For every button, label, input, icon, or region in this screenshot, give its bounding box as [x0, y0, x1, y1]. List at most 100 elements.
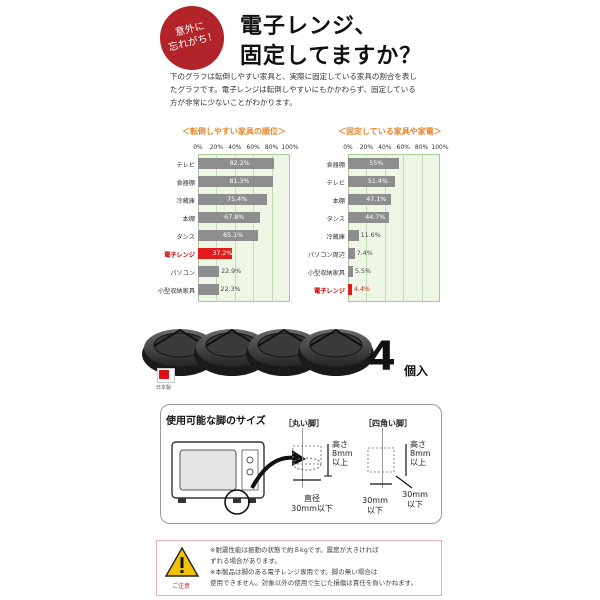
chart-2-value-label: 47.1%: [366, 196, 387, 203]
pack-count-number: 4: [368, 334, 396, 380]
notice-line-3: ※本製品は脚のある電子レンジ専用です。脚の無い場合は: [210, 568, 378, 576]
header-badge: 意外に 忘れがち！: [153, 0, 231, 77]
chart-2-bar: [348, 248, 355, 259]
chart-1-gridline: [253, 154, 255, 302]
chart-2-bar: [348, 284, 353, 295]
round-height-line-1: 高さ: [332, 440, 348, 449]
chart-2-bar: [348, 158, 399, 169]
chart-2-category-label: 食器棚: [326, 162, 345, 169]
chart-2-tick-label: 60%: [396, 144, 410, 151]
made-in-japan-label: 日本製: [156, 385, 172, 391]
notice-line-1: ※耐震性能は振動の状態で約８kgです。震度が大きければ: [210, 546, 379, 554]
square-width-line-1: 30mm: [362, 496, 388, 505]
chart-1-title: ＜転倒しやすい家具の順位＞: [182, 127, 286, 136]
notice-text: ※耐震性能は振動の状態で約８kgです。震度が大きければ ずれる場合があります。 …: [210, 545, 442, 589]
chart-1-gridline: [271, 154, 273, 302]
chart-1-value-label: 82.2%: [229, 160, 250, 167]
chart-1-value-label: 67.8%: [224, 214, 245, 221]
japan-flag-icon: [157, 368, 175, 383]
square-height-line-3: 以上: [410, 458, 426, 467]
intro-line-3: 方が非常に少ないことがわかります。: [170, 98, 297, 107]
chart-1-bar: [198, 176, 273, 187]
notice-label: ご注意: [172, 583, 191, 590]
square-foot-depth: 30mm 以下: [398, 490, 432, 510]
square-height-line-1: 高さ: [410, 440, 426, 449]
chart-1-category-label: 電子レンジ: [164, 252, 195, 259]
round-foot-height: 高さ 8mm 以上: [332, 440, 353, 467]
chart-2-bar: [348, 176, 396, 187]
warning-icon: [164, 546, 200, 577]
chart-1-value-label: 22.3%: [220, 286, 241, 293]
chart-1-category-label: 小型収納家具: [157, 288, 195, 295]
chart-2-bar: [348, 194, 392, 205]
notice-line-2: ずれる場合があります。: [210, 557, 281, 565]
chart-1-value-label: 37.2%: [212, 250, 233, 257]
square-width-line-2: 以下: [367, 506, 383, 515]
chart-2-bar: [348, 212, 390, 223]
chart-1-bar: [198, 284, 219, 295]
headline-line-2: 固定してますか？: [240, 44, 423, 69]
square-height-line-2: 8mm: [410, 449, 431, 458]
chart-2-bar: [348, 230, 359, 241]
chart-2-value-label: 51.4%: [367, 178, 388, 185]
pack-count-unit: 個入: [404, 364, 429, 378]
chart-1-value-label: 22.9%: [221, 268, 242, 275]
foot-size-title: 使用可能な脚のサイズ: [166, 416, 266, 427]
round-height-line-2: 8mm: [332, 449, 353, 458]
notice-line-4: 使用できません。対象以外の使用で生じた損傷は責任を負いかねます。: [210, 579, 418, 587]
chart-2-gridline: [403, 154, 405, 302]
chart-1-category-label: 冷蔵庫: [176, 198, 195, 205]
furniture-pads-image: [142, 328, 375, 377]
chart-2-value-label: 7.4%: [356, 250, 373, 257]
round-foot-diameter: 直径 30mm以下: [282, 494, 342, 514]
chart-2-gridline: [384, 154, 386, 302]
chart-2-gridline: [366, 154, 368, 302]
chart-1-tick-label: 80%: [264, 144, 279, 151]
chart-1-bar: [198, 158, 274, 169]
chart-2-tick-label: 100%: [431, 144, 449, 151]
chart-1-category-label: 本棚: [182, 216, 195, 223]
chart-1-bar: [198, 266, 220, 277]
notice-box: [156, 540, 442, 596]
chart-2-tick-label: 0%: [343, 144, 353, 151]
chart-1-tick-label: 20%: [209, 144, 224, 151]
microwave-icon: [171, 441, 265, 515]
headline-line-1: 電子レンジ、: [240, 14, 378, 39]
chart-2-category-label: 本棚: [332, 198, 345, 205]
chart-1-gridline: [234, 154, 236, 302]
square-depth-line-1: 30mm: [402, 490, 428, 499]
chart-2-value-label: 11.6%: [360, 232, 381, 239]
chart-1-tick-label: 100%: [281, 144, 299, 151]
round-diameter-line-2: 30mm以下: [291, 504, 333, 513]
square-foot-label: ［四角い脚］: [364, 419, 412, 428]
chart-2-value-label: 44.7%: [365, 214, 386, 221]
intro-text: 下のグラフは転倒しやすい家具と、実際に固定している家具の割合を表し たグラフです…: [170, 70, 440, 109]
chart-2-category-label: テレビ: [326, 180, 345, 187]
chart-1-value-label: 75.4%: [227, 196, 248, 203]
chart-1-category-label: パソコン: [170, 270, 195, 277]
round-height-line-3: 以上: [332, 458, 348, 467]
chart-1-tick-label: 40%: [228, 144, 242, 151]
chart-2-value-label: 5.5%: [355, 268, 372, 275]
chart-1-category-label: 食器棚: [176, 180, 195, 187]
chart-1-tick-label: 0%: [193, 144, 203, 151]
chart-2-tick-label: 40%: [378, 144, 392, 151]
round-diameter-line-1: 直径: [304, 494, 320, 503]
chart-2-title: ＜固定している家具や家電＞: [338, 127, 442, 136]
chart-1-bar: [198, 230, 258, 241]
square-foot-width: 30mm 以下: [358, 496, 392, 516]
chart-1-tick-label: 60%: [246, 144, 260, 151]
chart-2-tick-label: 20%: [359, 144, 374, 151]
chart-1-value-label: 65.1%: [223, 232, 244, 239]
chart-1-category-label: テレビ: [176, 162, 195, 169]
square-foot-height: 高さ 8mm 以上: [410, 440, 431, 467]
chart-1-bar: [198, 194, 268, 205]
chart-2-value-label: 4.4%: [354, 286, 371, 293]
chart-2-category-label: 小型収納家具: [307, 270, 345, 277]
chart-2-gridline: [421, 154, 423, 302]
chart-2-value-label: 55%: [369, 160, 384, 167]
chart-1-bar: [198, 248, 233, 259]
chart-2-bar: [348, 266, 354, 277]
